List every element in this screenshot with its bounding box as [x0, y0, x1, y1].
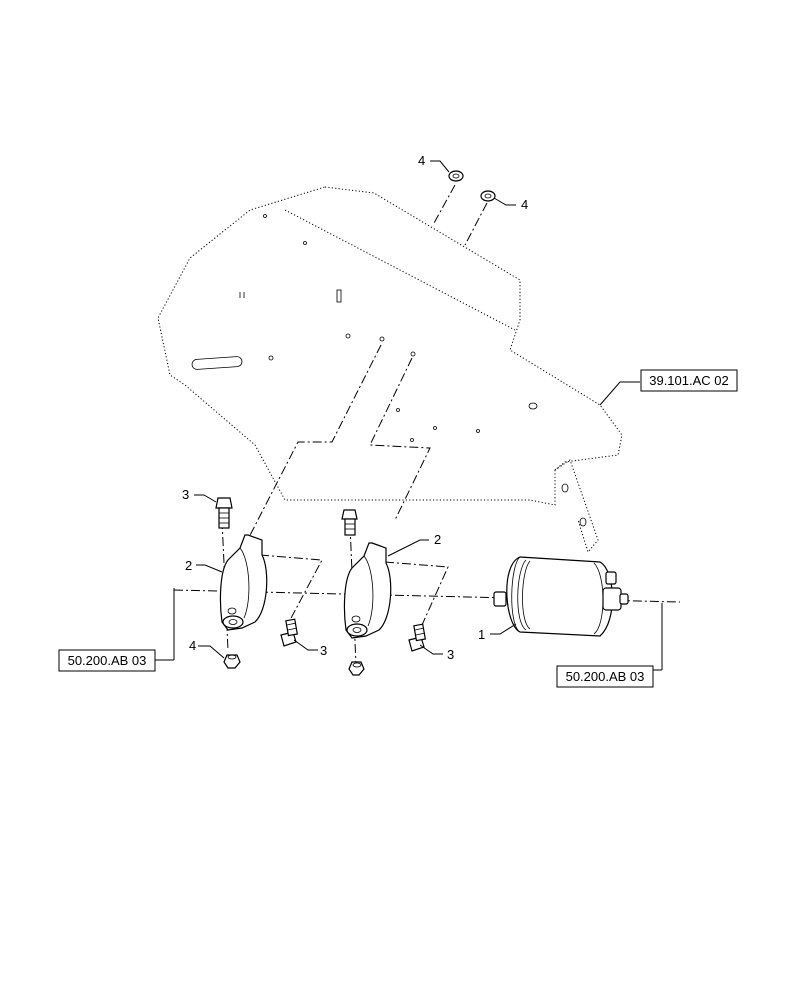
shield-plate: [157, 186, 623, 554]
bolt-top-mid: [341, 509, 358, 536]
callout-drier: 1: [478, 627, 485, 642]
callout-nut-top-left: 4: [418, 153, 425, 168]
bolt-lower-mid: [280, 618, 299, 647]
clamp-right: [343, 542, 392, 639]
nut-top-left: [448, 170, 464, 182]
nut-top-right: [480, 190, 496, 202]
callout-bolt-lower-right: 3: [447, 647, 454, 662]
ref-box-right: 50.200.AB 03: [556, 665, 654, 688]
clamp-left: [219, 534, 268, 631]
ref-shield-label: 39.101.AC 02: [649, 373, 729, 388]
ref-left-label: 50.200.AB 03: [68, 653, 147, 668]
bolt-top-left: [215, 497, 233, 529]
ref-box-left: 50.200.AB 03: [58, 649, 156, 672]
callout-nut-top-right: 4: [521, 197, 528, 212]
callout-bolt-left: 3: [182, 487, 189, 502]
ref-box-shield: 39.101.AC 02: [640, 369, 738, 392]
ref-right-label: 50.200.AB 03: [566, 669, 645, 684]
callout-nut-bottom-left: 4: [189, 638, 196, 653]
callout-bolt-lower-mid: 3: [320, 643, 327, 658]
nut-bottom-left: [223, 654, 241, 669]
receiver-drier: [493, 556, 629, 637]
bolt-lower-right: [408, 623, 427, 652]
callout-clamp-right: 2: [434, 532, 441, 547]
nut-bottom-mid: [348, 661, 365, 676]
leader-lines: [155, 160, 663, 671]
callout-clamp-left: 2: [185, 558, 192, 573]
